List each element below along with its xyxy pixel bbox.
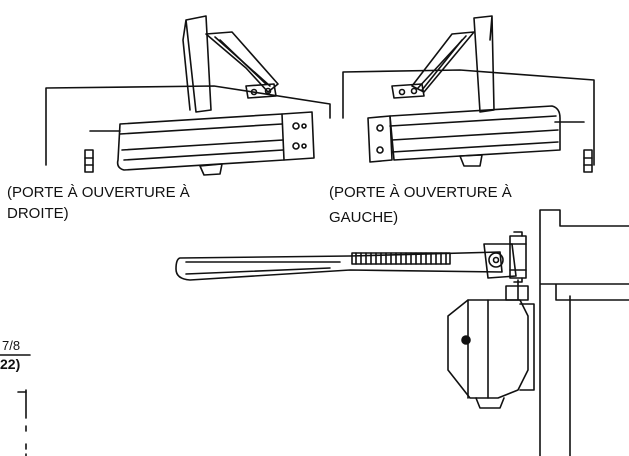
valve-nub-2 [459, 154, 483, 167]
closer-body-2 [389, 105, 561, 161]
right-hand-door-closer-drawing [45, 15, 331, 176]
label-right-hand-line1: (PORTE À OUVERTURE À [7, 184, 190, 201]
dimension-metric: 22) [0, 356, 21, 372]
label-left-hand-line2: GAUCHE) [329, 209, 399, 226]
frame-section [539, 209, 629, 456]
label-right-hand-door: (PORTE À OUVERTURE À DROITE) [7, 182, 190, 224]
closer-arm [205, 31, 279, 93]
label-left-hand-door: (PORTE À OUVERTURE À GAUCHE) [329, 182, 512, 228]
door-hinge [84, 149, 94, 173]
closer-end-cap [281, 111, 315, 161]
dimension-fraction: 7/8 [2, 338, 21, 353]
arm-shoe [245, 83, 277, 99]
pivot-nut [509, 235, 527, 279]
mounting-bracket [182, 15, 212, 113]
closer-side-view [447, 299, 529, 399]
mounting-bracket-2 [473, 15, 495, 113]
door-hinge-2 [583, 149, 593, 173]
arm-shoe-2 [391, 83, 425, 99]
arm-assembly-detail [175, 209, 629, 456]
valve-nub [199, 163, 223, 176]
door-frame-header [45, 85, 331, 166]
dimension-line [0, 354, 31, 456]
label-right-hand-line2: DROITE) [7, 205, 69, 222]
label-left-hand-line1: (PORTE À OUVERTURE À [329, 184, 512, 201]
door-frame-header-2 [342, 69, 595, 166]
left-hand-door-closer-drawing [342, 15, 595, 173]
closer-end-cap-2 [367, 115, 393, 163]
closer-body [116, 113, 285, 171]
elbow-joint [483, 243, 517, 279]
long-arm [175, 251, 503, 281]
